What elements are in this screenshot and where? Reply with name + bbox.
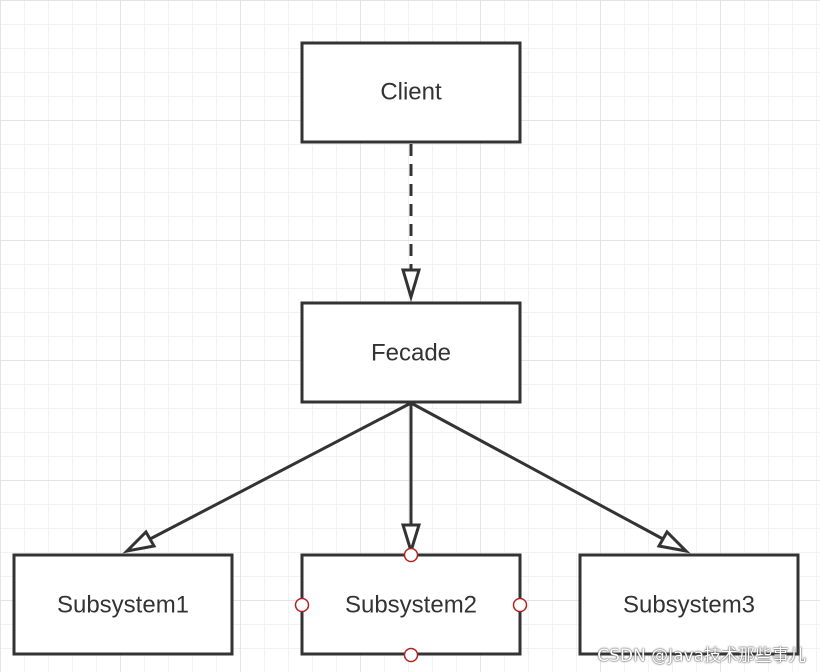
facade-to-subsystem2-arrow [400,403,422,557]
connection-port-right[interactable] [512,597,528,613]
subsystem3-node[interactable]: Subsystem3 [578,553,800,656]
client-node[interactable]: Client [300,41,522,144]
connection-port-top[interactable] [403,547,419,563]
connection-port-left[interactable] [294,597,310,613]
client-to-facade-dependency-arrow [400,144,422,303]
facade-label: Fecade [371,339,451,366]
client-label: Client [380,78,442,105]
subsystem1-label: Subsystem1 [57,591,189,618]
watermark: CSDN @Java技术那些事儿 [597,646,806,666]
subsystem2-label: Subsystem2 [345,591,477,618]
subsystem1-node[interactable]: Subsystem1 [12,553,234,656]
facade-to-subsystem1-arrow [122,401,412,554]
facade-to-subsystem3-arrow [410,401,691,554]
facade-node[interactable]: Fecade [300,301,522,404]
subsystem3-label: Subsystem3 [623,591,755,618]
connection-port-bottom[interactable] [403,647,419,663]
subsystem2-node[interactable]: Subsystem2 [300,553,522,656]
